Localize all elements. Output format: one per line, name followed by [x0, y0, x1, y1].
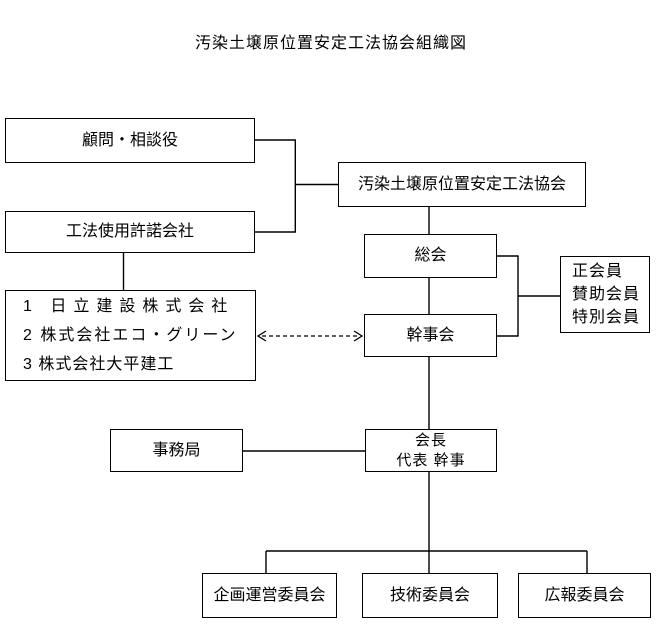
- box-pr-committee-label: 広報委員会: [544, 586, 625, 604]
- box-secretary-board-label: 幹事会: [406, 326, 455, 344]
- box-planning-committee-label: 企画運営委員会: [213, 586, 326, 604]
- box-secretariat-office: 事務局: [110, 429, 243, 472]
- dashed-link-right-arrowhead: [353, 330, 364, 342]
- box-association-label: 汚染土壌原位置安定工法協会: [357, 175, 566, 193]
- membership-type-special: 特別会員: [572, 309, 641, 326]
- box-planning-committee: 企画運営委員会: [202, 573, 337, 618]
- solid-connector-lines: [122, 139, 588, 573]
- box-licensee-list: 1 日立建設株式会社 2 株式会社エコ・グリーン 3 株式会社大平建工: [5, 290, 256, 381]
- chairman-title-line: 会長: [414, 431, 447, 449]
- box-technical-committee: 技術委員会: [362, 573, 498, 618]
- box-secretariat-office-label: 事務局: [152, 441, 201, 459]
- box-chairman: 会長 代表 幹事: [365, 429, 497, 472]
- box-advisor-label: 顧問・相談役: [81, 131, 178, 149]
- box-general-meeting-label: 総会: [414, 247, 447, 264]
- box-association: 汚染土壌原位置安定工法協会: [338, 162, 586, 207]
- box-technical-committee-label: 技術委員会: [389, 586, 470, 604]
- box-membership-types: 正会員 賛助会員 特別会員: [560, 256, 650, 333]
- box-pr-committee: 広報委員会: [518, 573, 651, 618]
- licensee-item-3: 3 株式会社大平建工: [23, 356, 175, 373]
- box-general-meeting: 総会: [364, 234, 497, 278]
- chairman-role-line: 代表 幹事: [396, 451, 466, 469]
- box-licensor-companies-label: 工法使用許諾会社: [65, 223, 194, 240]
- licensee-item-1: 1 日立建設株式会社: [23, 298, 235, 315]
- membership-type-support: 賛助会員: [572, 286, 641, 303]
- licensee-item-2: 2 株式会社エコ・グリーン: [23, 327, 238, 344]
- box-licensor-companies: 工法使用許諾会社: [5, 211, 255, 253]
- box-secretary-board: 幹事会: [364, 314, 497, 357]
- page-title: 汚染土壌原位置安定工法協会組織図: [194, 35, 467, 52]
- box-advisor: 顧問・相談役: [5, 118, 255, 163]
- membership-type-regular: 正会員: [572, 263, 624, 280]
- dashed-link-left-arrowhead: [256, 330, 267, 342]
